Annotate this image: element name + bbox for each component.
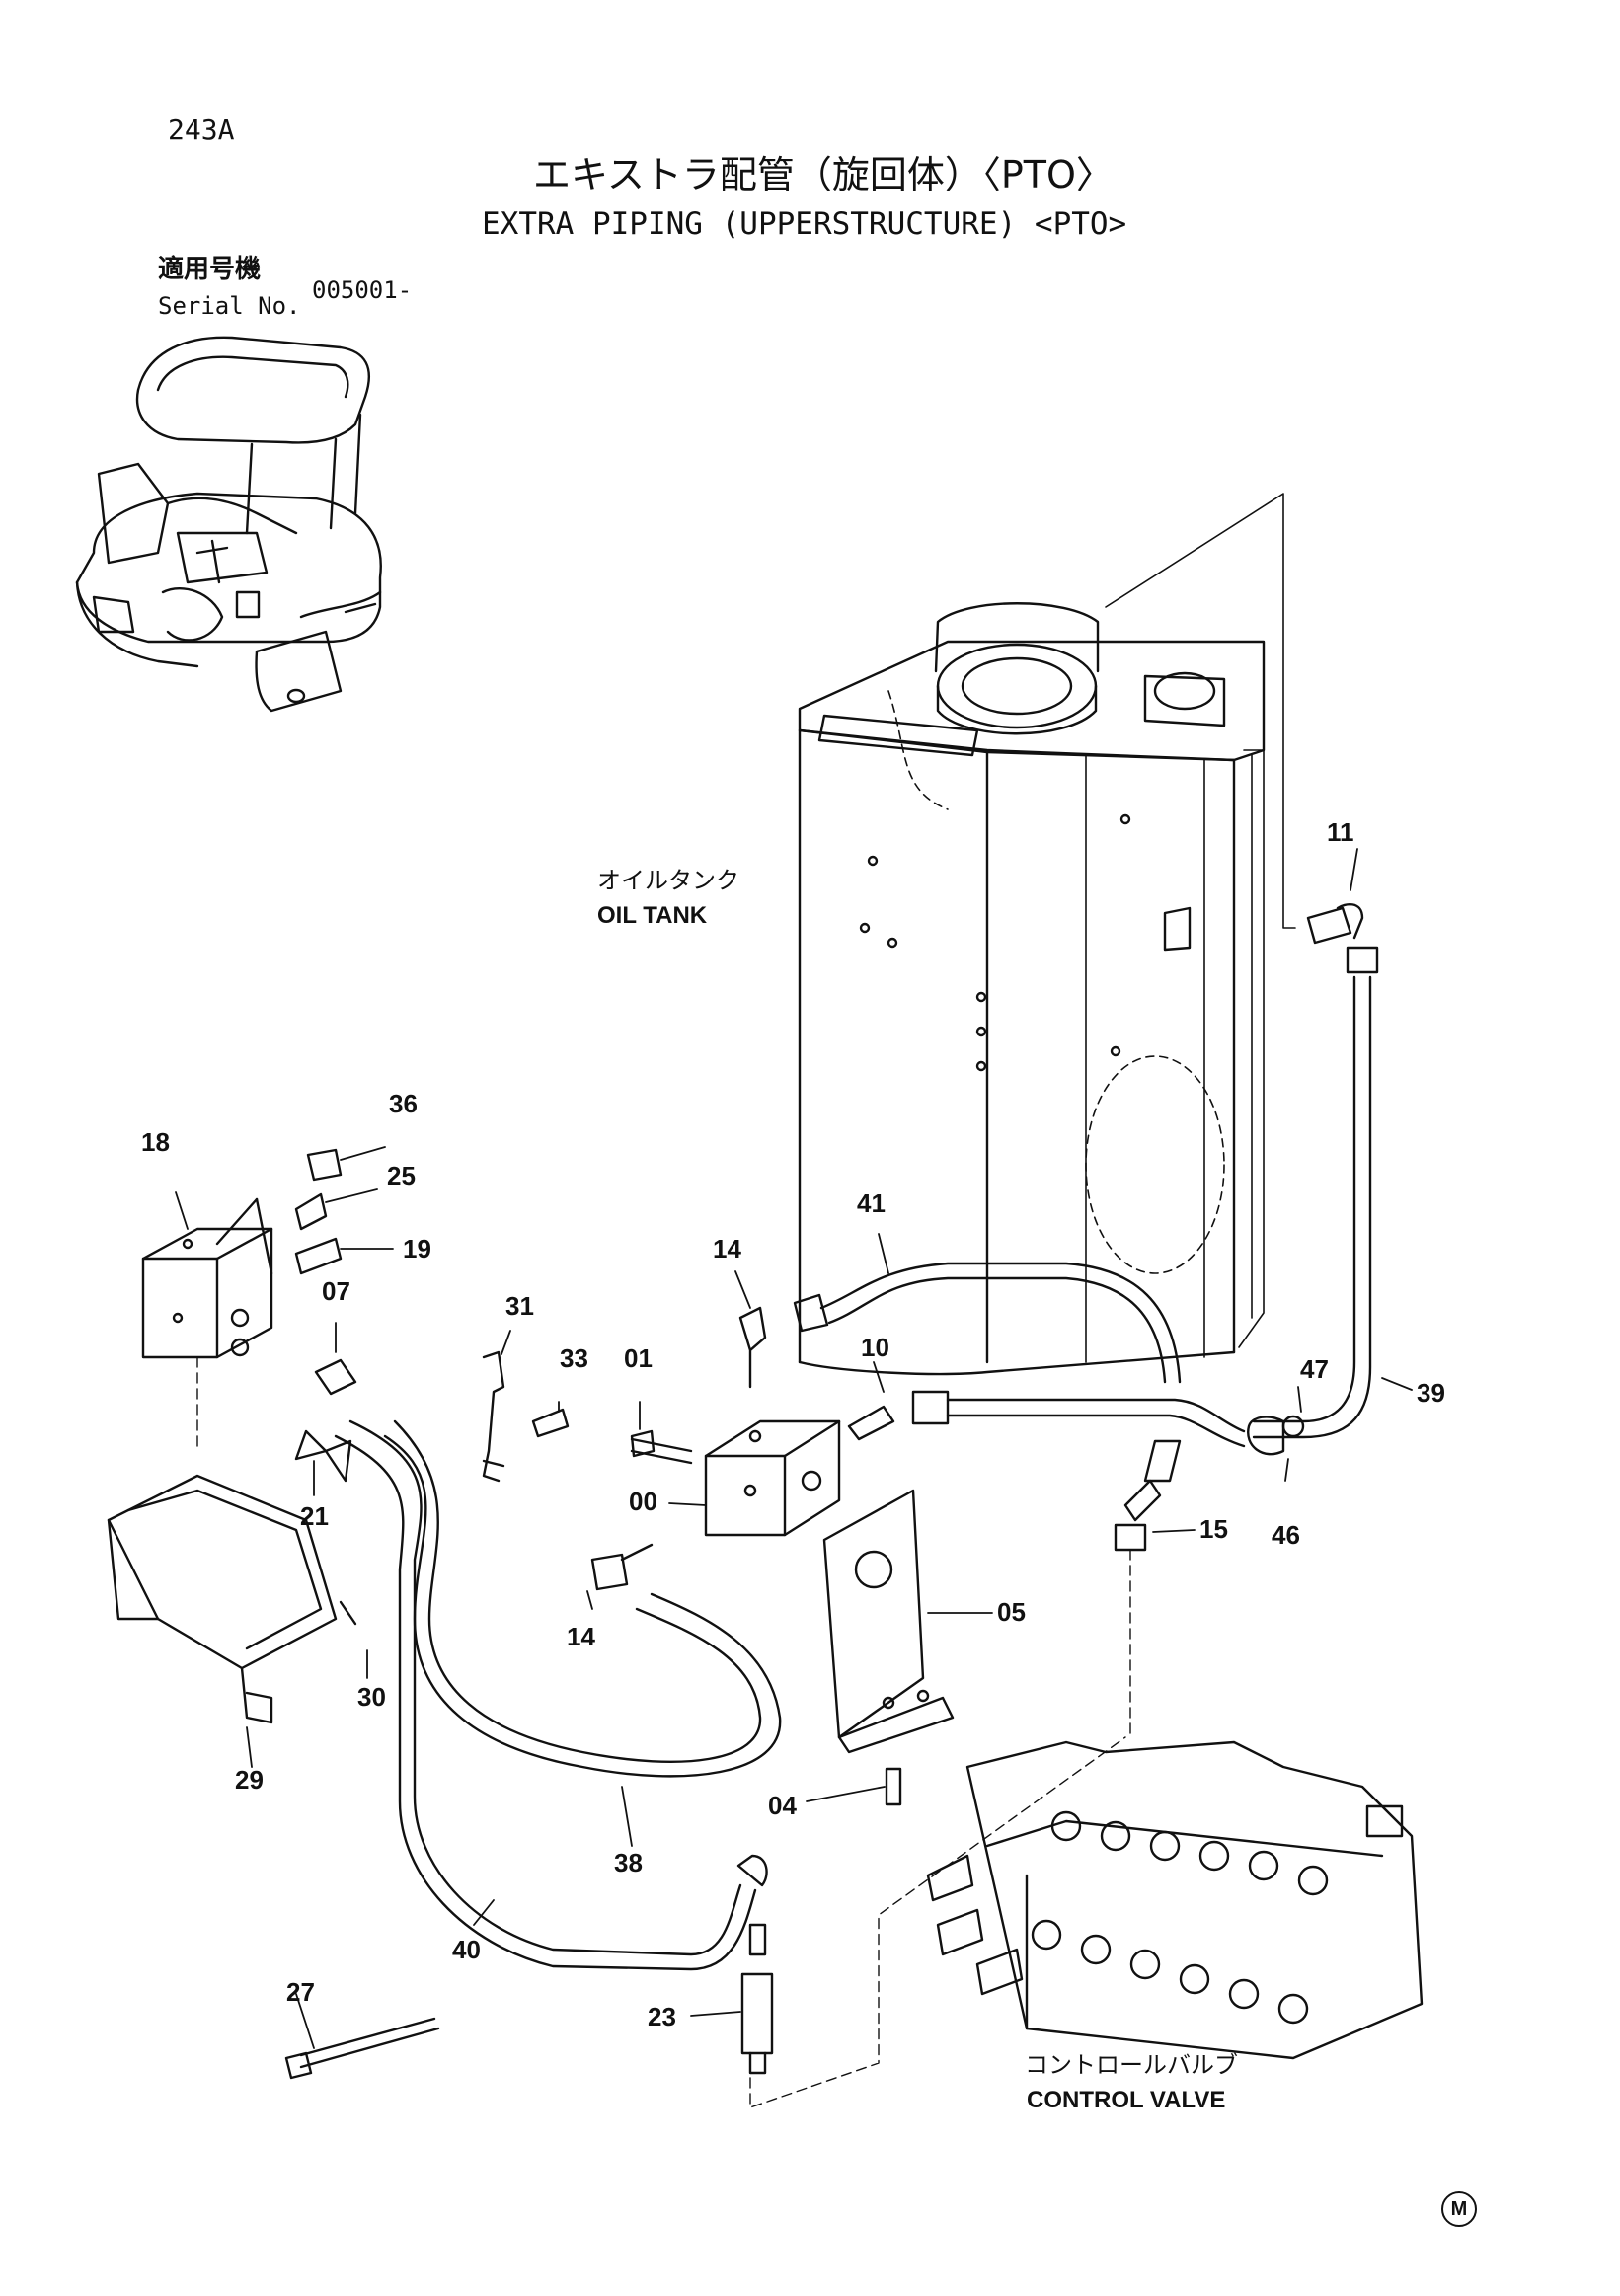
fitting-25 xyxy=(294,1192,328,1231)
callout-10: 10 xyxy=(861,1333,889,1362)
hose-40 xyxy=(334,1419,757,1971)
fitting-21 xyxy=(294,1429,352,1483)
elbow-14-lower xyxy=(590,1543,654,1591)
callout-33: 33 xyxy=(560,1343,588,1373)
pto-block-00 xyxy=(630,1419,841,1537)
clamp-46 xyxy=(1247,1415,1305,1456)
callout-46: 46 xyxy=(1272,1520,1300,1550)
control-valve-label-english: CONTROL VALVE xyxy=(1027,2087,1226,2113)
oil-tank-label-english: OIL TANK xyxy=(597,902,708,929)
callout-18: 18 xyxy=(141,1127,170,1157)
callout-07: 07 xyxy=(322,1276,350,1306)
hose-41 xyxy=(793,1262,1182,1384)
callout-19: 19 xyxy=(403,1234,431,1263)
callout-41: 41 xyxy=(857,1188,886,1218)
callout-38: 38 xyxy=(614,1848,643,1877)
bolt-19 xyxy=(294,1237,343,1275)
elbow-14-upper xyxy=(738,1306,767,1389)
hose-38 xyxy=(383,1419,782,1778)
bolt-33 xyxy=(531,1408,570,1438)
plug-36 xyxy=(306,1148,343,1182)
footer-mark: M xyxy=(1441,2191,1477,2227)
hose-39 xyxy=(1252,903,1379,1439)
callout-01: 01 xyxy=(624,1343,653,1373)
footer-mark-letter: M xyxy=(1450,2197,1468,2220)
oil-tank xyxy=(798,602,1266,1376)
clip-31 xyxy=(482,1350,505,1483)
callout-29: 29 xyxy=(235,1765,264,1795)
serial-label-english: Serial No. xyxy=(158,292,301,320)
control-valve xyxy=(926,1740,1424,2060)
callout-14-upper: 14 xyxy=(713,1234,741,1263)
bolt-01 xyxy=(630,1429,656,1458)
machine-location-thumbnail xyxy=(75,336,382,713)
callout-40: 40 xyxy=(452,1935,481,1964)
hose-10 xyxy=(847,1390,1246,1448)
callout-leaders xyxy=(175,848,1413,2049)
callout-04: 04 xyxy=(768,1791,797,1820)
fitting-07 xyxy=(314,1358,357,1396)
callout-15: 15 xyxy=(1199,1514,1228,1544)
callout-30: 30 xyxy=(357,1682,386,1712)
bracket-05 xyxy=(822,1489,955,1754)
callout-21: 21 xyxy=(300,1501,329,1531)
callout-31: 31 xyxy=(505,1291,534,1321)
control-valve-label-japanese: コントロールバルブ xyxy=(1025,2051,1238,2079)
cable-tie-27 xyxy=(284,2017,440,2080)
callout-05: 05 xyxy=(997,1597,1026,1627)
serial-number: 005001- xyxy=(312,276,413,304)
callout-47: 47 xyxy=(1300,1354,1329,1384)
valve-block-18 xyxy=(141,1197,273,1452)
title-english: EXTRA PIPING (UPPERSTRUCTURE) <PTO> xyxy=(482,206,1127,242)
oil-tank-label-japanese: オイルタンク xyxy=(597,867,739,894)
fitting-15 xyxy=(1114,1439,1182,1738)
fitting-23 xyxy=(736,1736,1126,2108)
bolt-30 xyxy=(339,1600,357,1626)
callout-11: 11 xyxy=(1327,817,1354,847)
callout-39: 39 xyxy=(1417,1378,1445,1408)
cover-29 xyxy=(107,1474,338,1724)
title-japanese: エキストラ配管（旋回体）〈PTO〉 xyxy=(533,153,1114,196)
callout-36: 36 xyxy=(389,1089,418,1118)
callout-27: 27 xyxy=(286,1977,315,2007)
callout-25: 25 xyxy=(387,1161,416,1190)
callout-23: 23 xyxy=(648,2002,676,2031)
page-code: 243A xyxy=(168,114,235,146)
leader-line xyxy=(1105,493,1296,929)
callout-14-lower: 14 xyxy=(567,1622,595,1651)
bolt-04 xyxy=(885,1767,902,1806)
callout-00: 00 xyxy=(629,1487,657,1516)
serial-label-japanese: 適用号機 xyxy=(158,255,262,284)
